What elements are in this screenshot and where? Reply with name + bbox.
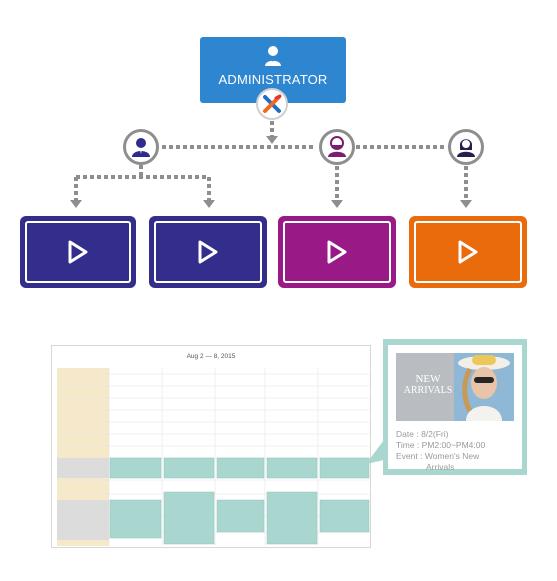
screen-frame xyxy=(283,221,391,283)
event-block xyxy=(109,457,162,479)
promo-model-photo xyxy=(396,353,514,421)
staff-role-node xyxy=(319,129,355,165)
display-screen-1 xyxy=(20,216,136,288)
event-date-row: Date : 8/2(Fri) xyxy=(396,429,485,440)
time-value: PM2:00~PM4:00 xyxy=(421,440,486,450)
display-screen-4 xyxy=(409,216,527,288)
event-name-row-cont: Arrivals xyxy=(396,462,485,473)
user-icon xyxy=(264,45,282,72)
promo-headline-line2: ARRIVALS xyxy=(403,385,453,396)
event-block xyxy=(266,491,318,545)
screen-frame xyxy=(414,221,522,283)
event-block xyxy=(319,499,370,533)
female-user-icon xyxy=(457,139,475,157)
event-block xyxy=(266,457,318,479)
date-label: Date : xyxy=(396,429,419,439)
logo-badge xyxy=(256,88,288,120)
event-label: Event : xyxy=(396,451,423,461)
event-value-line2: Arrivals xyxy=(426,462,455,472)
event-block xyxy=(109,499,162,539)
event-time-row: Time : PM2:00~PM4:00 xyxy=(396,440,485,451)
play-icon xyxy=(198,240,218,264)
calendar-grid xyxy=(57,368,370,546)
event-block xyxy=(216,499,265,533)
manager-icon xyxy=(132,138,150,157)
play-icon xyxy=(458,240,478,264)
play-icon xyxy=(327,240,347,264)
event-name-row: Event : Women's New xyxy=(396,451,485,462)
time-slot-label xyxy=(57,458,109,478)
callout-pointer xyxy=(366,440,384,464)
calendar-title: Aug 2 — 8, 2015 xyxy=(186,353,236,360)
event-block xyxy=(163,491,215,545)
bearded-user-icon xyxy=(328,136,346,157)
screen-frame xyxy=(25,221,131,283)
time-label: Time : xyxy=(396,440,420,450)
logo-icon xyxy=(263,94,282,113)
event-block xyxy=(319,457,370,479)
popup-body: NEW ARRIVALS Date : 8/2(Fri) Time : PM2:… xyxy=(388,345,522,472)
female-role-node xyxy=(448,129,484,165)
schedule-calendar: Aug 2 — 8, 2015 xyxy=(51,345,371,548)
administrator-label: ADMINISTRATOR xyxy=(218,72,328,87)
display-screen-3 xyxy=(278,216,396,288)
display-screen-2 xyxy=(149,216,267,288)
promo-headline-line1: NEW xyxy=(415,373,441,385)
event-value-line1: Women's New xyxy=(424,451,480,461)
screen-frame xyxy=(154,221,262,283)
event-block xyxy=(216,457,265,479)
event-detail-popup: NEW ARRIVALS Date : 8/2(Fri) Time : PM2:… xyxy=(383,339,527,475)
time-slot-label xyxy=(57,500,109,540)
play-icon xyxy=(68,240,88,264)
event-block xyxy=(163,457,215,479)
promo-image: NEW ARRIVALS xyxy=(396,353,514,421)
date-value: 8/2(Fri) xyxy=(421,429,449,439)
manager-role-node xyxy=(123,129,159,165)
event-details: Date : 8/2(Fri) Time : PM2:00~PM4:00 Eve… xyxy=(396,429,485,473)
